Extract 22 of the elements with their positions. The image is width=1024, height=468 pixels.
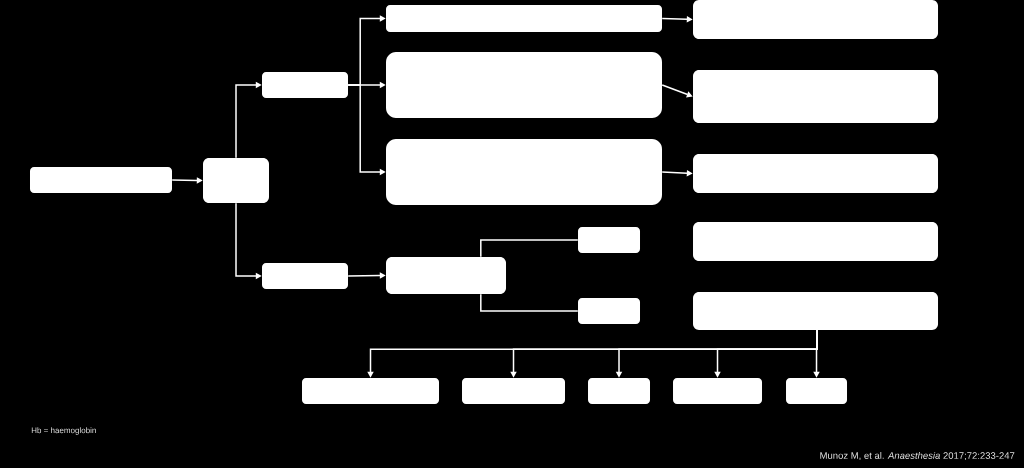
flow-box	[30, 167, 172, 193]
flow-box	[673, 378, 762, 404]
flow-box	[302, 378, 439, 404]
flow-box	[462, 378, 565, 404]
flow-box	[203, 158, 269, 203]
flow-box	[693, 222, 938, 261]
flow-box	[386, 257, 506, 294]
flow-box	[693, 70, 938, 123]
footnote-text: Hb = haemoglobin	[31, 427, 96, 435]
flow-box	[262, 72, 348, 98]
flow-box	[386, 52, 662, 118]
citation-text: Munoz M, et al. Anaesthesia 2017;72:233-247	[820, 451, 1015, 461]
flow-box	[386, 139, 662, 205]
flow-box	[262, 263, 348, 289]
flow-box	[693, 0, 938, 39]
flow-box	[578, 298, 640, 324]
flow-box	[578, 227, 640, 253]
flow-box	[786, 378, 847, 404]
flow-box	[693, 292, 938, 330]
flow-box	[588, 378, 650, 404]
flow-box	[693, 154, 938, 193]
flow-box	[386, 5, 662, 32]
